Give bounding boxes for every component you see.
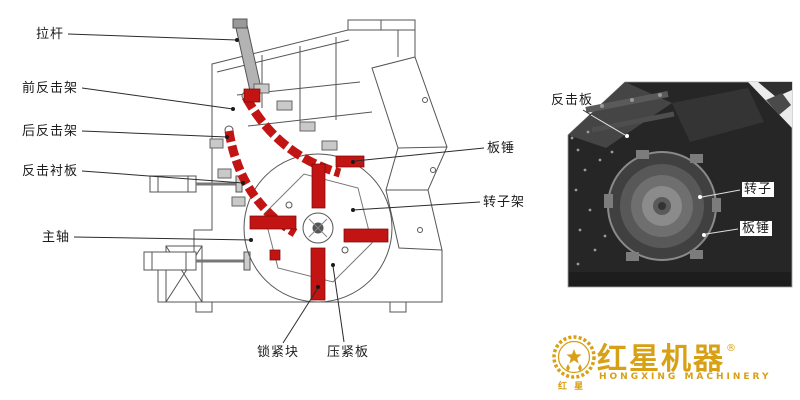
material-particles: [570, 130, 614, 266]
photo-leader-lines: [582, 109, 741, 237]
label-rear-impact-frame: 后反击架: [22, 124, 79, 139]
small-star-icon: [566, 364, 570, 372]
rotor-studs: [604, 150, 721, 261]
small-star-icon: [578, 364, 582, 372]
left-schematic: [143, 18, 448, 313]
housing-outline: [157, 19, 448, 313]
logo-gear-star-emblem: [552, 335, 596, 379]
label-front-impact-frame: 前反击架: [22, 81, 79, 96]
logo-brand-name: 红星机器®: [597, 334, 738, 378]
hydraulic-cylinders: [143, 175, 251, 271]
label-photo-rotor: 转子: [742, 182, 775, 197]
label-main-shaft: 主轴: [42, 230, 71, 245]
label-impact-liner: 反击衬板: [22, 164, 79, 179]
label-tie-rod: 拉杆: [36, 27, 65, 42]
star-icon: [566, 349, 582, 364]
label-press-plate: 压紧板: [327, 345, 370, 360]
label-rotor-frame: 转子架: [483, 195, 526, 210]
logo-brand-en: HONGXING MACHINERY: [599, 372, 772, 382]
label-lock-block: 锁紧块: [257, 345, 300, 360]
label-plate-hammer: 板锤: [487, 141, 516, 156]
leader-lines: [67, 33, 485, 344]
registered-trademark: ®: [726, 343, 738, 354]
logo-brand-cn: 红星机器: [597, 342, 725, 377]
impact-liner-red-parts: [224, 88, 389, 301]
right-photo: [567, 81, 793, 288]
impact-frame-hatch-blocks: [209, 83, 338, 207]
tie-rod-part: [232, 18, 262, 92]
logo-emblem-text: 红 星: [558, 382, 586, 392]
rotor-photo: [604, 150, 721, 261]
label-photo-plate-hammer: 板锤: [740, 221, 773, 236]
label-photo-impact-plate: 反击板: [551, 93, 594, 108]
